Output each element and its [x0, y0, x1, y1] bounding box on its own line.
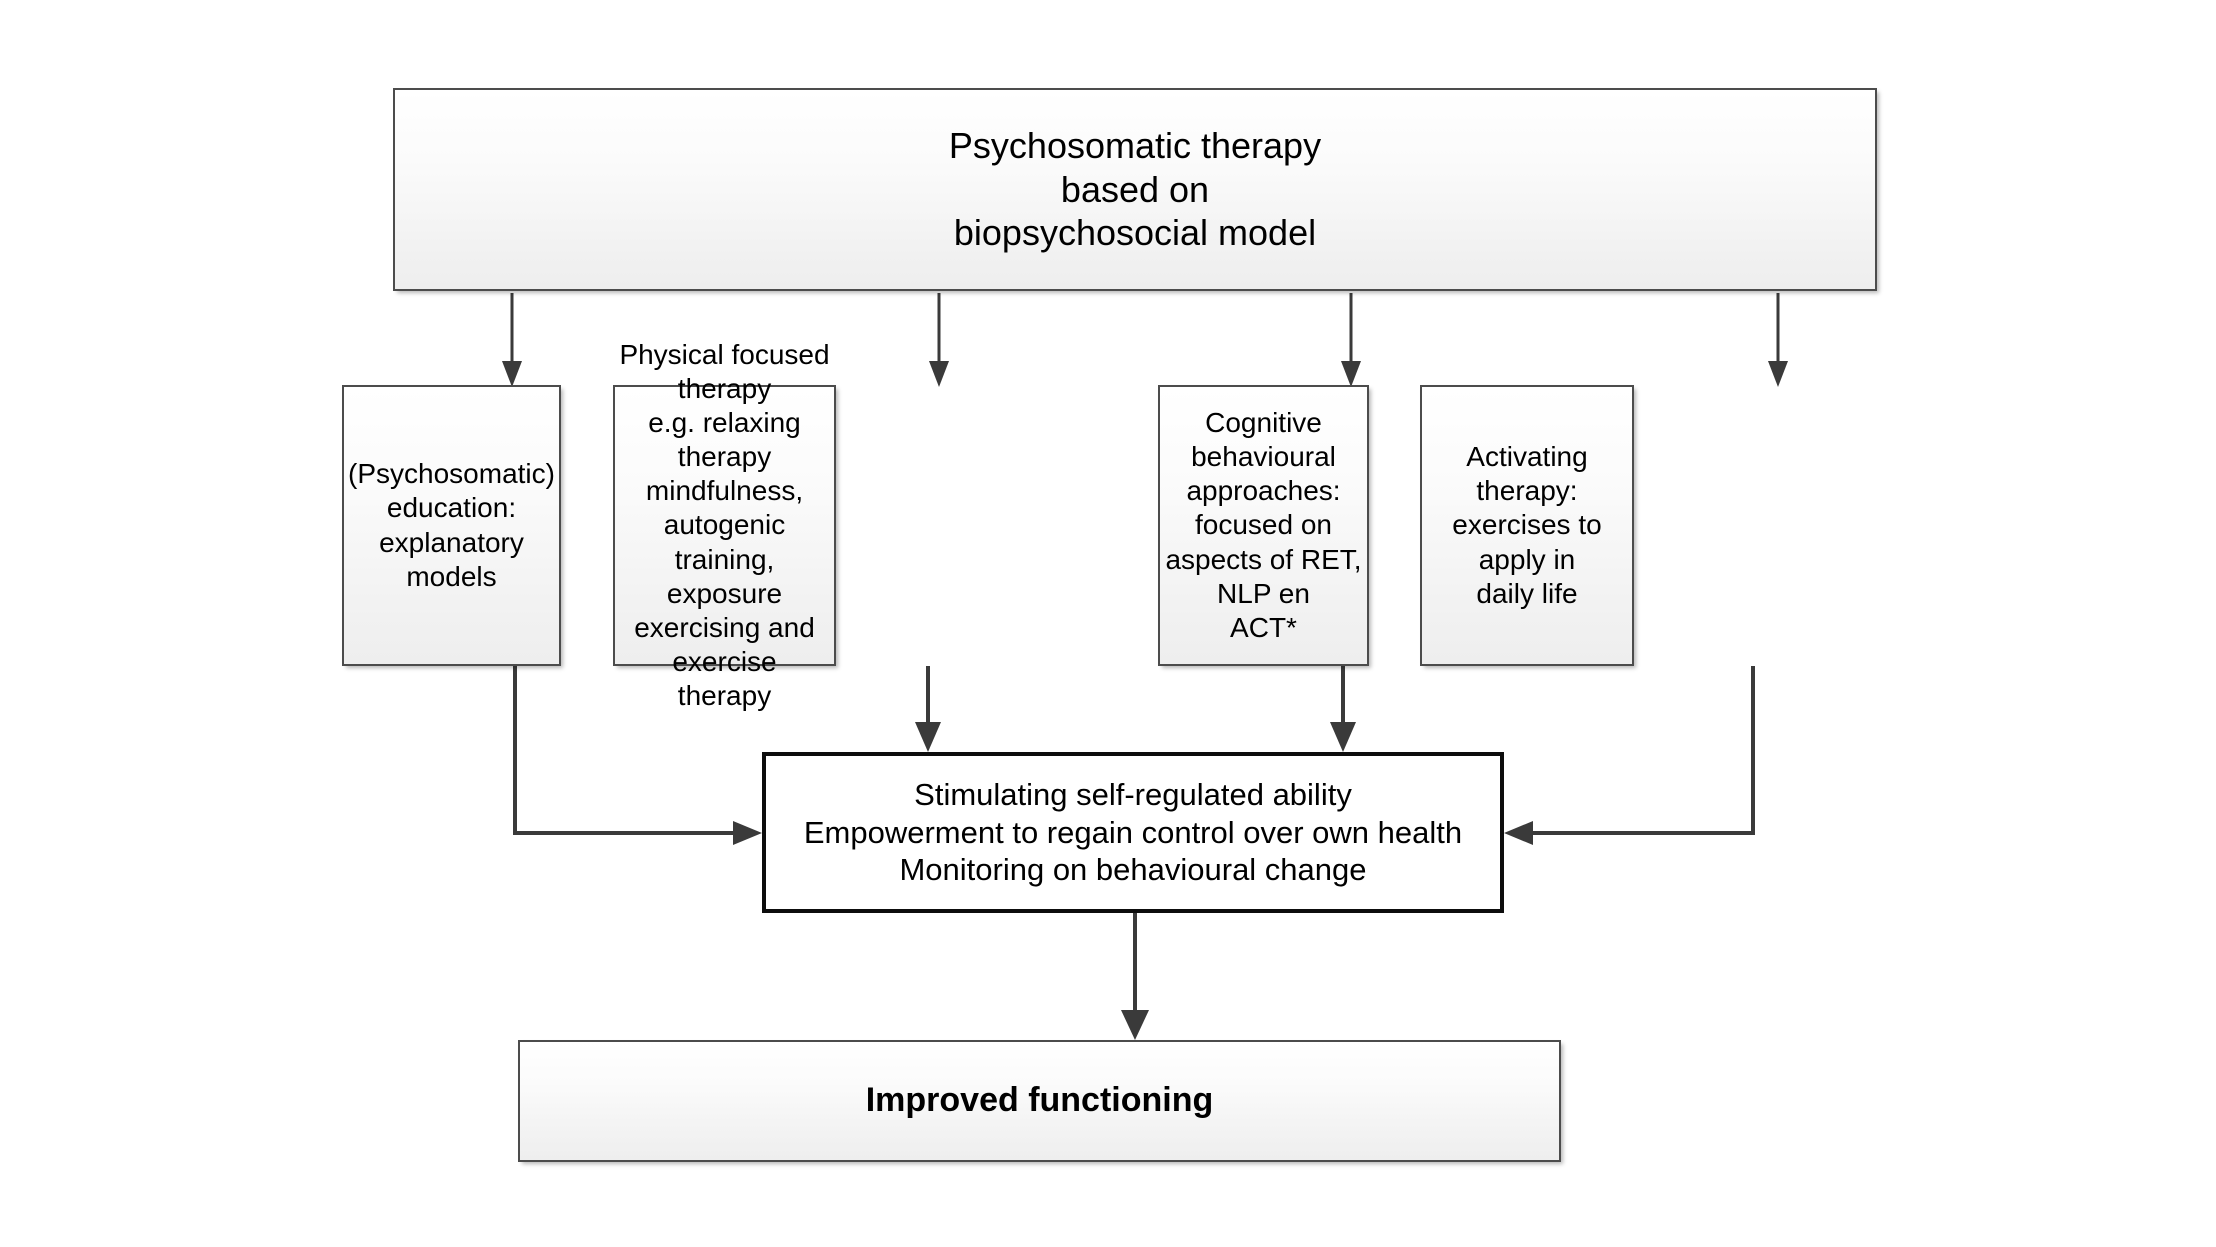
connector-activating-to-central — [1504, 666, 1755, 845]
connector-top-to-physical — [929, 293, 949, 387]
node-stimulating-self-regulated-ability: Stimulating self-regulated ability Empow… — [762, 752, 1504, 913]
connector-top-to-cognitive — [1341, 293, 1361, 387]
connector-top-to-education — [502, 293, 522, 387]
node-psychosomatic-education: (Psychosomatic) education: explanatory m… — [342, 385, 561, 666]
connector-central-to-improved — [1121, 913, 1149, 1040]
connector-physical-to-central — [915, 666, 941, 752]
connector-cognitive-to-central — [1330, 666, 1356, 752]
node-physical-focused-therapy: Physical focused therapy e.g. relaxing t… — [613, 339, 836, 711]
node-cognitive-behavioural-approaches: Cognitive behavioural approaches: focuse… — [1158, 385, 1369, 666]
node-improved-functioning: Improved functioning — [518, 1040, 1561, 1162]
connector-top-to-activating — [1768, 293, 1788, 387]
node-psychosomatic-therapy: Psychosomatic therapy based on biopsycho… — [393, 88, 1877, 291]
node-activating-therapy: Activating therapy: exercises to apply i… — [1420, 385, 1634, 666]
